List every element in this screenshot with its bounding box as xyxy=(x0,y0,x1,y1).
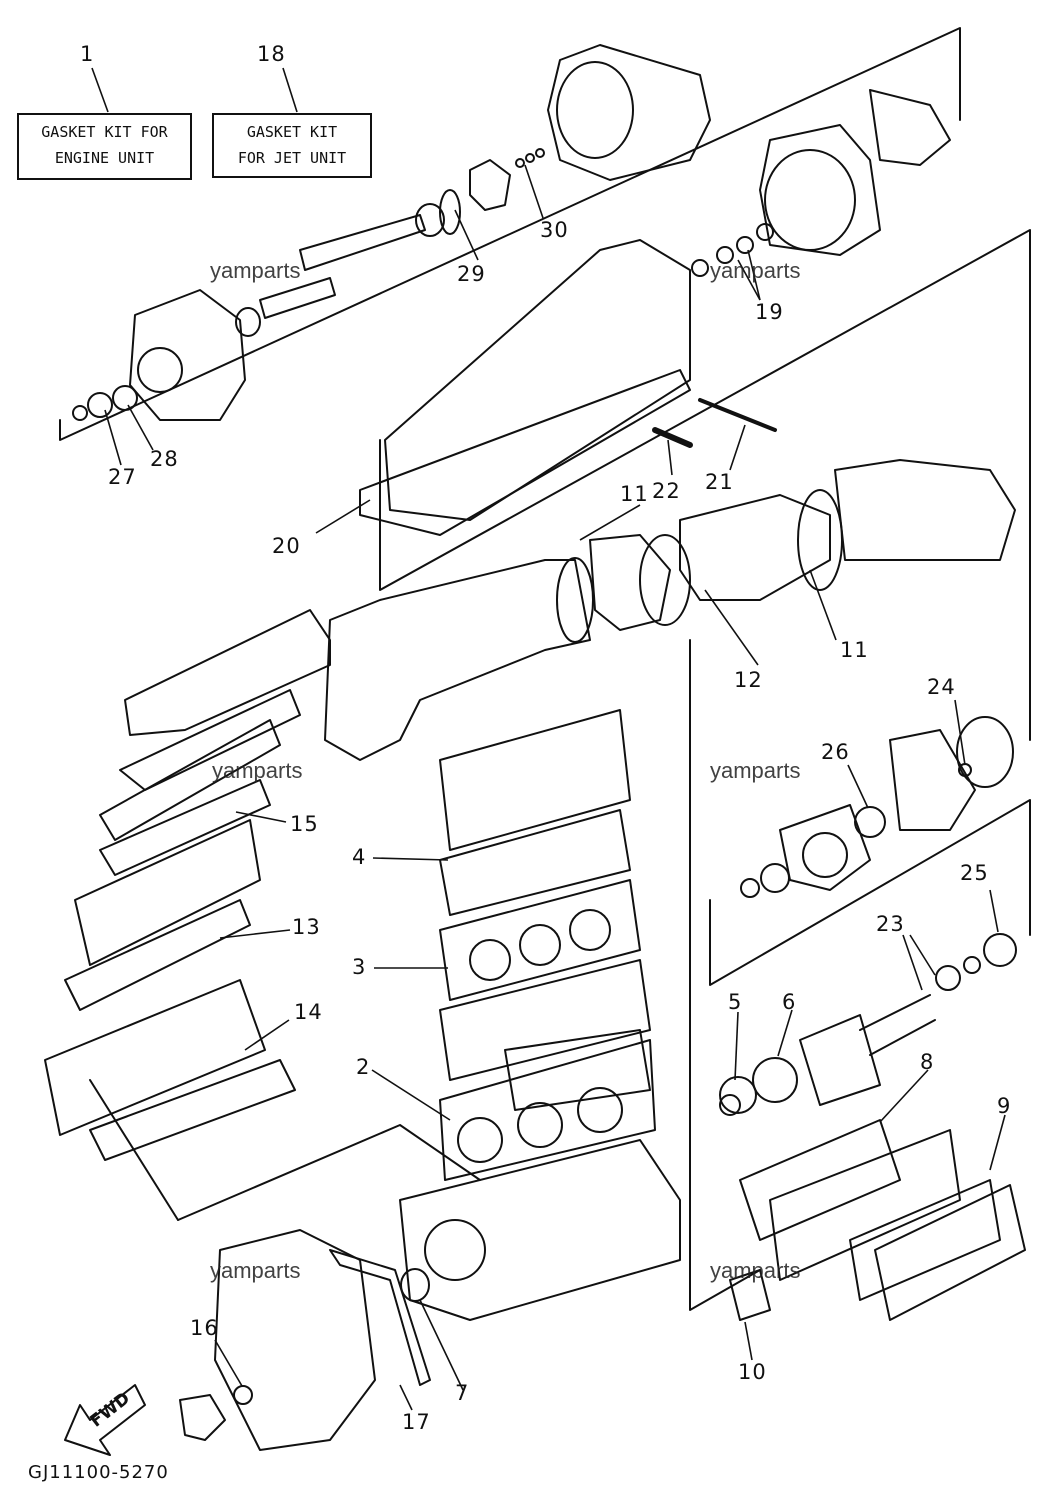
gasket-kit-engine-line1: GASKET KIT FOR xyxy=(41,123,168,141)
callout-10: 10 xyxy=(738,1360,767,1384)
callout-25: 25 xyxy=(960,861,989,885)
callout-3: 3 xyxy=(352,955,367,979)
callout-22: 22 xyxy=(652,479,681,503)
callout-15: 15 xyxy=(290,812,319,836)
watermark-1: yamparts xyxy=(210,258,301,283)
jet-frame-line-2 xyxy=(379,229,1031,741)
callout-5: 5 xyxy=(728,990,743,1014)
gasket-kit-jet-line1: GASKET KIT xyxy=(246,123,338,141)
callout-12: 12 xyxy=(734,668,763,692)
gasket-kit-jet-box: GASKET KIT FOR JET UNIT xyxy=(212,113,372,178)
watermark-4: yamparts xyxy=(710,758,801,783)
callout-27: 27 xyxy=(108,465,137,489)
callout-30: 30 xyxy=(540,218,569,242)
callout-17: 17 xyxy=(402,1410,431,1434)
diagram-code: GJ11100-5270 xyxy=(28,1462,169,1483)
callout-11b: 11 xyxy=(840,638,869,662)
callout-23: 23 xyxy=(876,912,905,936)
watermark-3: yamparts xyxy=(212,758,303,783)
watermark-5: yamparts xyxy=(210,1258,301,1283)
callout-24: 24 xyxy=(927,675,956,699)
callout-1: 1 xyxy=(80,42,95,66)
callout-28: 28 xyxy=(150,447,179,471)
callout-26: 26 xyxy=(821,740,850,764)
watermark-6: yamparts xyxy=(710,1258,801,1283)
callout-6: 6 xyxy=(782,990,797,1014)
callout-21: 21 xyxy=(705,470,734,494)
gasket-kit-engine-box: GASKET KIT FOR ENGINE UNIT xyxy=(17,113,192,180)
callout-14: 14 xyxy=(294,1000,323,1024)
callout-13: 13 xyxy=(292,915,321,939)
watermark-2: yamparts xyxy=(710,258,801,283)
gasket-kit-jet-line2: FOR JET UNIT xyxy=(237,149,347,167)
callout-7: 7 xyxy=(455,1381,470,1405)
callout-29: 29 xyxy=(457,262,486,286)
callout-9: 9 xyxy=(997,1094,1012,1118)
gasket-kit-engine-line2: ENGINE UNIT xyxy=(54,149,155,167)
callout-19: 19 xyxy=(755,300,784,324)
jet-frame-line xyxy=(59,27,961,441)
callout-4: 4 xyxy=(352,845,367,869)
callout-18: 18 xyxy=(257,42,286,66)
callout-8: 8 xyxy=(920,1050,935,1074)
callout-11a: 11 xyxy=(620,482,649,506)
callout-2: 2 xyxy=(356,1055,371,1079)
callout-20: 20 xyxy=(272,534,301,558)
callout-16: 16 xyxy=(190,1316,219,1340)
